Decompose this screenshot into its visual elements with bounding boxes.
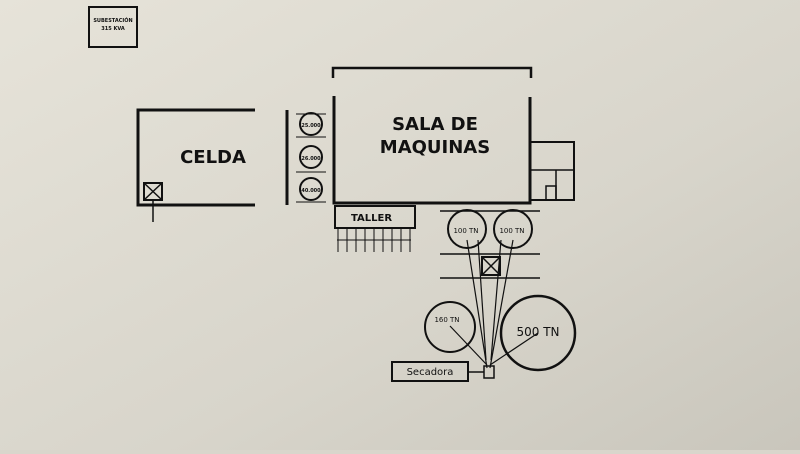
machine-room-label-line1: SALA DE <box>392 114 478 135</box>
silo-100tn-1-label: 100 TN <box>453 227 478 235</box>
celda-label: CELDA <box>180 147 246 168</box>
tank-2 <box>299 145 323 169</box>
silo-500tn <box>499 294 577 372</box>
tanks-column: 25.000 26.000 40.000 <box>285 110 326 205</box>
silo-100tn-2 <box>493 209 533 249</box>
silo-100tn-2-label: 100 TN <box>499 227 524 235</box>
celda-room: CELDA <box>136 108 255 222</box>
dryer-connector <box>483 365 495 379</box>
taller-grid-ticks <box>337 228 411 252</box>
silo-500tn-label: 500 TN <box>516 325 559 339</box>
machine-room: SALA DE MAQUINAS <box>331 66 575 205</box>
tank-3 <box>299 177 323 201</box>
tank-1-label: 25.000 <box>301 123 321 129</box>
silo-group-top: 100 TN 100 TN <box>440 209 540 279</box>
taller-box <box>334 205 416 229</box>
dryer: Secadora <box>391 361 495 382</box>
tank-3-label: 40.000 <box>301 188 321 194</box>
tank-2-label: 26.000 <box>301 156 321 162</box>
silo-160tn-label: 160 TN <box>434 316 459 324</box>
substation-label-line1: SUBESTACIÓN <box>93 17 132 24</box>
silo-160tn <box>424 301 476 353</box>
taller-label: TALLER <box>351 213 392 224</box>
substation: SUBESTACIÓN 315 KVA <box>88 6 138 48</box>
tank-1 <box>299 112 323 136</box>
conveyor-lines <box>449 239 539 369</box>
elevator-box <box>481 256 501 276</box>
dryer-label: Secadora <box>407 367 454 378</box>
celda-walls <box>136 108 255 207</box>
silo-group-bottom: 160 TN 500 TN <box>424 294 577 372</box>
machine-room-walls <box>332 96 532 205</box>
substation-label-line2: 315 KVA <box>101 26 125 32</box>
silo-100tn-1 <box>447 209 487 249</box>
taller-room: TALLER <box>334 205 416 252</box>
machine-room-label-line2: MAQUINAS <box>380 137 490 158</box>
substation-box <box>88 6 138 48</box>
machine-room-roof-line <box>331 66 533 78</box>
